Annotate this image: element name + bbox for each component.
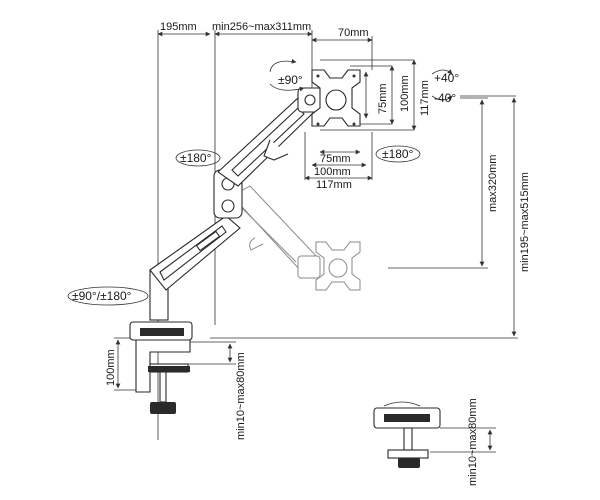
rot-swivel-head: ±180° xyxy=(382,147,414,161)
rotation-arrows xyxy=(67,58,453,306)
dim-vesa-75-h: 75mm xyxy=(320,153,351,165)
vesa-plate xyxy=(311,69,361,127)
rot-swivel-arm: ±180° xyxy=(180,151,212,165)
dim-vesa-100-v: 100mm xyxy=(399,75,411,112)
dim-clamp-height: 100mm xyxy=(105,349,117,386)
dim-arm-reach: min256~max311mm xyxy=(212,21,311,33)
rot-tilt-down: -40° xyxy=(434,91,456,105)
dim-grommet-range: min10~max80mm xyxy=(467,398,479,486)
dim-vesa-117-h: 117mm xyxy=(316,179,352,191)
monitor-arm xyxy=(129,87,323,414)
dim-clamp-range: min10~max80mm xyxy=(235,352,247,440)
rot-base: ±90°/±180° xyxy=(72,289,132,303)
dim-total-height: min195~max515mm xyxy=(519,172,531,272)
dim-head-depth: 70mm xyxy=(338,27,369,39)
rot-rotate: ±90° xyxy=(278,73,303,87)
dim-top-offset: 195mm xyxy=(160,21,197,33)
rot-tilt-up: +40° xyxy=(434,71,459,85)
dim-height-travel: max320mm xyxy=(487,155,499,212)
dim-vesa-75-v: 75mm xyxy=(377,83,389,114)
dim-vesa-100-h: 100mm xyxy=(314,166,351,178)
grommet-mount-detail xyxy=(373,401,441,468)
lowered-arm-ghost xyxy=(231,185,361,291)
dim-vesa-117-v: 117mm xyxy=(419,80,431,116)
